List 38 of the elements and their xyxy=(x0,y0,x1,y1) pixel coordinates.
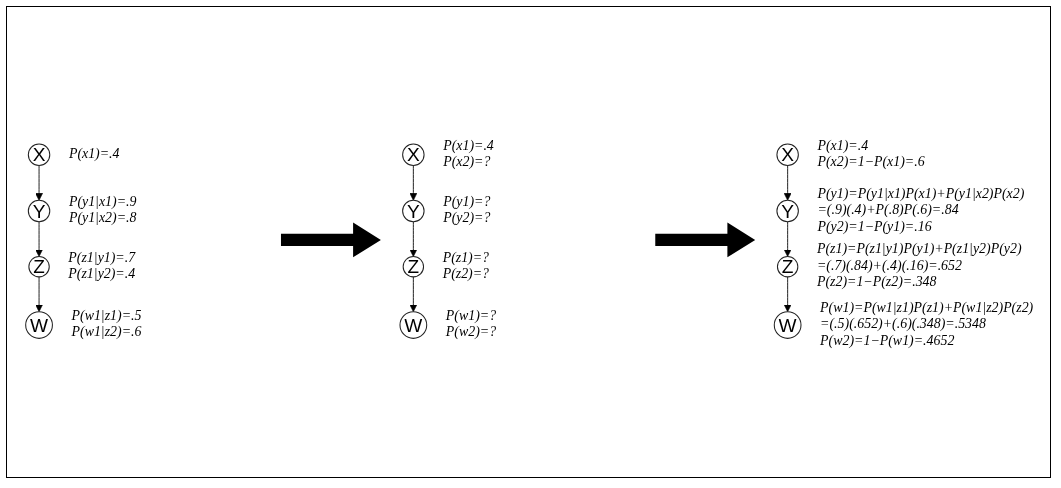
variable-node: W xyxy=(25,311,53,339)
probability-formula: P(w1|z1)=.5 xyxy=(71,307,142,323)
variable-node: W xyxy=(773,311,802,339)
variable-node: Z xyxy=(402,255,425,278)
variable-node: Z xyxy=(776,255,799,278)
variable-node: X xyxy=(402,143,425,167)
probability-formula: P(x1)=.4 xyxy=(817,137,869,153)
probability-formula: P(z1)=P(z1|y1)P(y1)+P(z1|y2)P(y2) xyxy=(816,241,1022,257)
probability-formula: P(y2)=? xyxy=(443,210,491,226)
variable-node: Z xyxy=(28,255,50,278)
probability-formula: P(x1)=.4 xyxy=(443,137,494,153)
probability-formula: P(x1)=.4 xyxy=(68,146,120,161)
variable-node: W xyxy=(399,311,428,339)
probability-formula: P(y1|x2)=.8 xyxy=(68,210,137,226)
probability-formula: P(z2)=? xyxy=(442,266,490,282)
variable-node: X xyxy=(776,143,799,167)
probability-formula: P(w1)=P(w1|z1)P(z1)+P(w1|z2)P(z2) xyxy=(820,299,1034,315)
probability-formula: P(x2)=? xyxy=(443,154,491,170)
probability-formula: P(y1|x1)=.9 xyxy=(68,193,137,209)
probability-formula: P(y1)=P(y1|x1)P(x1)+P(y1|x2)P(x2) xyxy=(817,185,1025,201)
probability-formula: P(y1)=? xyxy=(443,193,491,209)
probability-formula: P(z1|y1)=.7 xyxy=(68,249,136,265)
variable-node: Y xyxy=(776,199,799,223)
probability-formula: =(.5)(.652)+(.6)(.348)=.5348 xyxy=(820,316,986,332)
probability-formula: P(w2)=? xyxy=(445,324,497,340)
probability-formula: P(w1|z2)=.6 xyxy=(71,324,142,340)
probability-formula: P(z2)=1−P(z2)=.348 xyxy=(816,274,937,290)
probability-formula: P(x2)=1−P(x1)=.6 xyxy=(817,154,925,170)
variable-node: Y xyxy=(402,199,425,223)
probability-formula: P(z1|y2)=.4 xyxy=(68,266,136,282)
probability-formula: =(.7)(.84)+(.4)(.16)=.652 xyxy=(816,257,962,273)
probability-formula: P(w1)=? xyxy=(445,307,497,323)
probability-formula: =(.9)(.4)+P(.8)P(.6)=.84 xyxy=(817,202,959,218)
probability-formula: P(w2)=1−P(w1)=.4652 xyxy=(820,332,955,348)
variable-node: X xyxy=(27,143,51,167)
variable-node: Y xyxy=(27,199,51,223)
probability-formula: P(y2)=1−P(y1)=.16 xyxy=(817,218,932,234)
probability-formula: P(z1)=? xyxy=(442,249,490,265)
